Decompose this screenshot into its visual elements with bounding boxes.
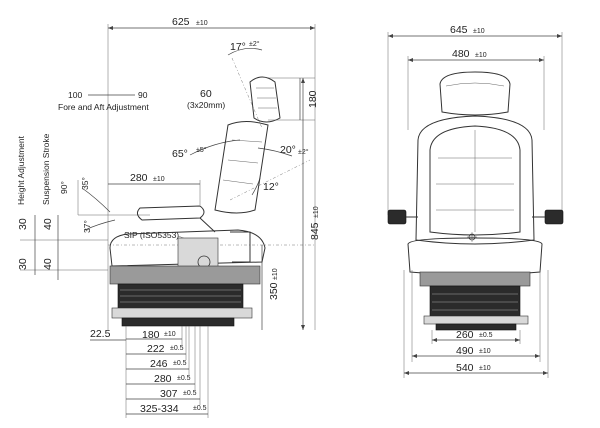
fore-aft-90: 90 <box>138 90 148 100</box>
base-width-c-value: 540 <box>456 362 474 374</box>
rail-1-tol: ±0.5 <box>170 345 184 352</box>
backrest-width-tol: ±10 <box>475 52 487 59</box>
rail-1-value: 222 <box>147 343 165 355</box>
rail-0-value: 180 <box>142 329 160 341</box>
base-width-c-tol: ±10 <box>479 365 491 372</box>
base-width-a-tol: ±0.5 <box>479 332 493 339</box>
fore-aft-100: 100 <box>68 90 82 100</box>
armrest-angle-37: 37° <box>82 220 92 233</box>
armrest-angle-35: 35° <box>80 177 90 190</box>
overall-length-value: 625 <box>172 16 190 28</box>
headrest-adjust-note: (3x20mm) <box>187 100 225 110</box>
rail-3-value: 280 <box>154 373 172 385</box>
armrest-angle-90: 90° <box>59 181 69 194</box>
overall-width-value: 645 <box>450 24 468 36</box>
backrest-angle-a-value: 65° <box>172 148 188 160</box>
recline-forward-value: 17° <box>230 41 246 53</box>
backrest-width-value: 480 <box>452 48 470 60</box>
base-width-b-value: 490 <box>456 345 474 357</box>
rail-dimensions: 180 ±10 222 ±0.5 246 ±0.5 280 ±0.5 307 ±… <box>126 326 209 418</box>
rail-4-tol: ±0.5 <box>183 390 197 397</box>
rail-5-tol: ±0.5 <box>193 405 207 412</box>
suspension-40a: 40 <box>42 218 54 230</box>
base-width-b-tol: ±10 <box>479 348 491 355</box>
height-adjustment-label: Height Adjustment <box>16 135 26 205</box>
sip-label: SIP (ISO5353) <box>124 230 179 240</box>
armrest-length-value: 280 <box>130 172 148 184</box>
rail-4-value: 307 <box>160 388 178 400</box>
side-view: 625 ±10 17° ±2° 180 60 (3x20mm) 100 90 F… <box>16 16 321 418</box>
overall-height-tol: ±10 <box>313 206 320 218</box>
backrest-angle-b-tol: ±2° <box>298 148 309 156</box>
seat-angle-value: 12° <box>263 181 279 193</box>
height-adjust-30b: 30 <box>17 258 29 270</box>
suspension-40b: 40 <box>42 258 54 270</box>
overall-length-tol: ±10 <box>196 20 208 27</box>
headrest-height-value: 180 <box>307 90 319 108</box>
rail-2-tol: ±0.5 <box>173 360 187 367</box>
front-view: 645 ±10 480 ±10 <box>387 24 564 378</box>
rail-0-tol: ±10 <box>164 331 176 338</box>
fore-aft-label: Fore and Aft Adjustment <box>58 102 149 112</box>
base-height-tol: ±10 <box>272 268 279 280</box>
base-width-a-value: 260 <box>456 329 474 341</box>
front-seat-drawing <box>387 71 564 331</box>
backrest-angle-b-value: 20° <box>280 144 296 156</box>
height-adjust-30a: 30 <box>17 218 29 230</box>
suspension-stroke-label: Suspension Stroke <box>41 133 51 205</box>
headrest-adjust-value: 60 <box>200 88 212 100</box>
overall-width-tol: ±10 <box>473 28 485 35</box>
recline-forward-tol: ±2° <box>249 40 260 48</box>
rail-3-tol: ±0.5 <box>177 375 191 382</box>
overall-height-value: 845 <box>309 222 321 240</box>
armrest-length-tol: ±10 <box>153 176 165 183</box>
side-seat-drawing <box>109 76 281 327</box>
backrest-angle-a-tol: ±5° <box>196 146 207 154</box>
base-height-value: 350 <box>268 282 280 300</box>
left-offset-value: 22.5 <box>90 328 111 340</box>
rail-2-value: 246 <box>150 358 168 370</box>
rail-5-value: 325-334 <box>140 403 179 415</box>
